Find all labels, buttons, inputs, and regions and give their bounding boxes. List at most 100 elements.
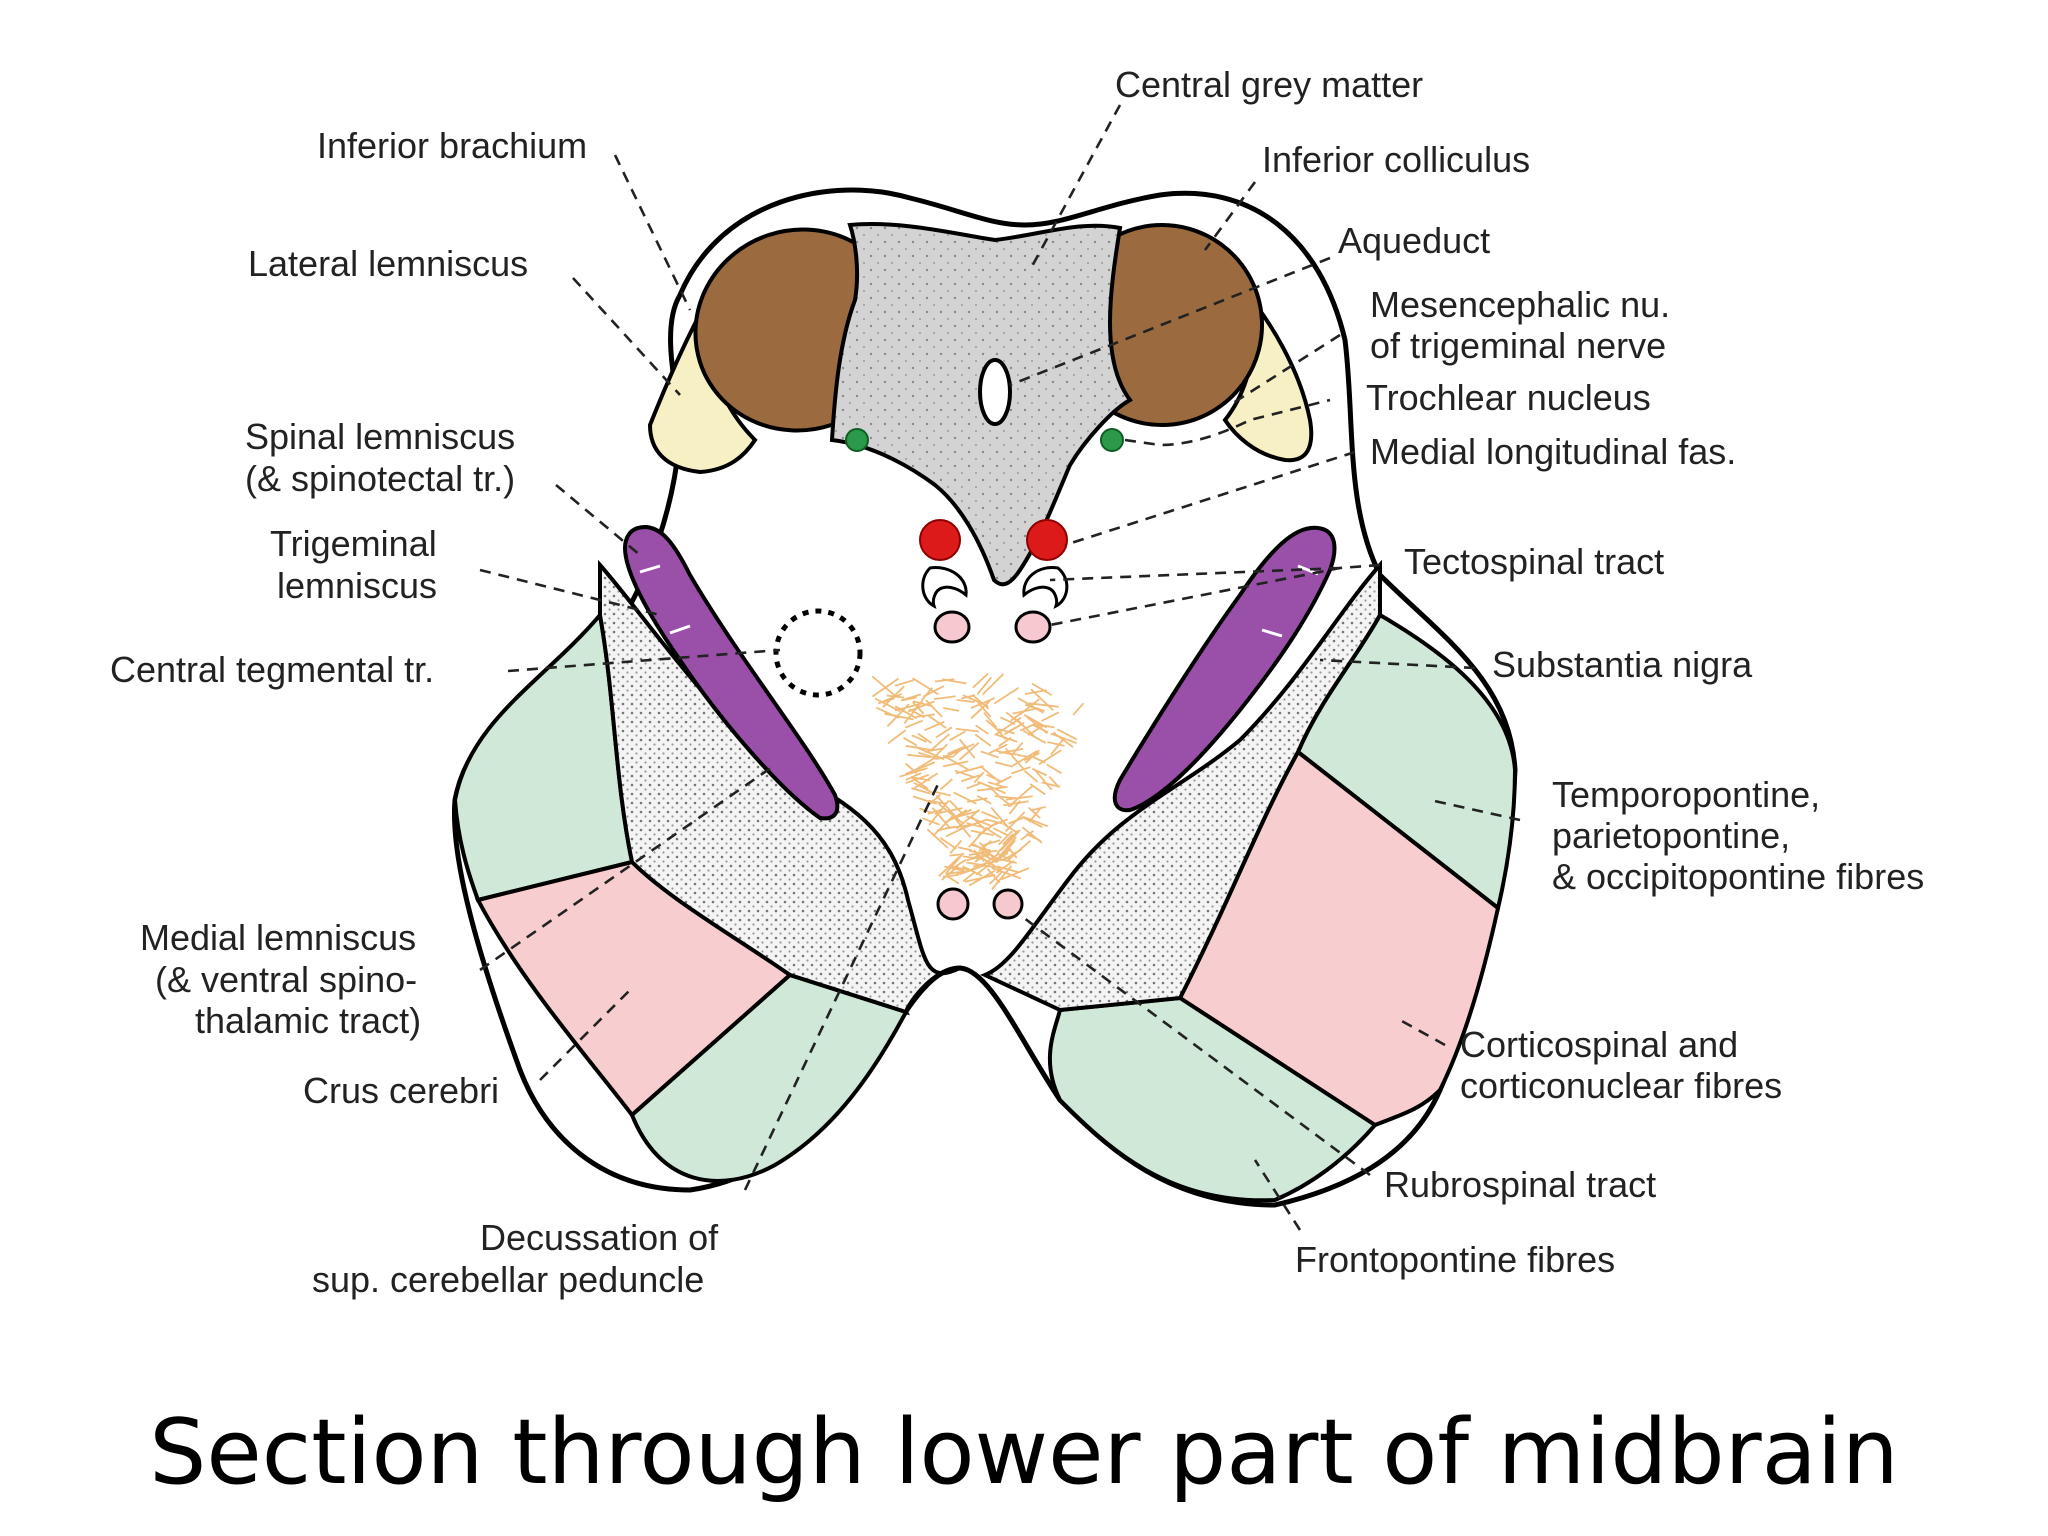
label-inferior-colliculus: Inferior colliculus [1262, 139, 1530, 180]
crescent-left [921, 566, 968, 609]
label-corticospinal-2: corticonuclear fibres [1460, 1065, 1782, 1106]
decussation-fibre [958, 738, 976, 759]
decussation-fibre [1029, 783, 1046, 796]
leader-tectospinal-nucleus [1049, 566, 1341, 582]
leader-medial-longitudinal-fas [1064, 450, 1356, 547]
slide-caption: Section through lower part of midbrain [149, 1400, 1899, 1505]
label-decussation-2: sup. cerebellar peduncle [312, 1259, 704, 1300]
label-medial-lemniscus-2: (& ventral spino- [155, 959, 417, 1000]
decussation-fibre [976, 794, 992, 805]
label-temporopontine-2: parietopontine, [1552, 815, 1790, 856]
decussation-fibre [915, 713, 936, 718]
decussation-fibre [1041, 781, 1061, 788]
decussation-fibre [996, 775, 1012, 785]
label-substantia-nigra: Substantia nigra [1492, 644, 1753, 685]
decussation-fibre [931, 733, 950, 751]
decussation-fibre [962, 855, 982, 860]
decussation-fibre [966, 822, 985, 829]
decussation-fibre [1011, 766, 1031, 775]
decussation-fibre [966, 781, 982, 790]
decussation-fibre [922, 817, 940, 826]
decussation-fibre [959, 864, 986, 875]
decussation-fibre [899, 767, 928, 778]
decussation-fibre [1041, 711, 1060, 722]
decussation-fibre [905, 772, 922, 781]
trochlear-nucleus-left [845, 428, 869, 452]
label-spinal-lemniscus-1: Spinal lemniscus [245, 416, 515, 457]
leader-crus-cerebri [539, 989, 631, 1081]
decussation-fibre [968, 826, 988, 848]
decussation-fibre [905, 762, 918, 774]
decussation-fibre [975, 724, 989, 735]
label-central-grey-matter: Central grey matter [1115, 64, 1423, 105]
decussation-fibre [1046, 763, 1063, 775]
decussation-fibre [932, 815, 954, 837]
leader-central-tegmental-tr [507, 648, 781, 673]
decussation-fibre [975, 858, 997, 876]
label-lateral-lemniscus: Lateral lemniscus [248, 243, 528, 284]
leader-lines [479, 104, 1521, 1231]
leader-medial-lemniscus [479, 763, 776, 972]
decussation-fibre [971, 694, 990, 710]
decussation-fibre [935, 726, 953, 739]
aqueduct [978, 358, 1012, 426]
decussation-fibre [905, 761, 936, 775]
decussation-fibre [894, 679, 915, 687]
decussation-fibre [975, 853, 1001, 871]
decussation-fibre [972, 849, 985, 860]
decussation-fibre [962, 871, 976, 883]
leader-rubrospinal-tract [1019, 913, 1371, 1177]
decussation-fibre [904, 719, 924, 729]
label-temporopontine-1: Temporopontine, [1552, 774, 1820, 815]
decussation-fibre [1027, 806, 1041, 819]
decussation-fibre [991, 865, 1013, 890]
decussation-fibre [910, 776, 929, 790]
decussation-fibre [912, 700, 933, 708]
tectospinal-tract-left [933, 610, 971, 644]
label-crus-cerebri: Crus cerebri [303, 1070, 499, 1111]
decussation-fibre [970, 697, 996, 710]
decussation-fibre [914, 756, 936, 772]
label-frontopontine-fibres: Frontopontine fibres [1295, 1239, 1615, 1280]
leader-central-grey-matter [1028, 104, 1122, 271]
decussation-fibre [1000, 716, 1016, 726]
decussation-fibre [907, 700, 935, 713]
decussation-fibre [912, 677, 939, 696]
decussation-fibre [978, 840, 992, 853]
decussation-fibre [976, 786, 1008, 792]
decussation-fibre [968, 849, 998, 856]
decussation-fibre [924, 747, 945, 753]
label-decussation-1: Decussation of [480, 1217, 719, 1258]
leader-temporopontine [1429, 798, 1521, 822]
decussation-fibre [1030, 805, 1046, 812]
decussation-fibre [961, 773, 983, 783]
decussation-fibre [912, 701, 925, 715]
decussation-fibre [988, 743, 1008, 754]
decussation-fibre [928, 714, 947, 729]
decussation-fibre [956, 810, 980, 818]
decussation-fibre [933, 695, 956, 700]
decussation-fibre [955, 727, 979, 733]
decussation-fibre [1002, 833, 1014, 846]
decussation-fibre [1008, 840, 1031, 861]
label-medial-lemniscus-1: Medial lemniscus [140, 917, 416, 958]
trigeminal-lemniscus-mark-left [639, 564, 661, 574]
decussation-fibre [981, 839, 1001, 847]
leader-substantia-nigra [1319, 658, 1476, 670]
decussation-fibre [966, 861, 996, 869]
decussation-fibre [981, 810, 999, 820]
decussation-fibre [964, 874, 996, 883]
decussation-fibre [974, 733, 992, 747]
substantia-nigra-right [979, 559, 1382, 1013]
decussation-fibre [1025, 704, 1045, 712]
decussation-fibre [942, 760, 969, 768]
decussation-fibre [911, 787, 931, 795]
decussation-fibre [1038, 749, 1062, 766]
decussation-fibre [1003, 800, 1029, 807]
rubrospinal-tract-right [992, 888, 1024, 920]
trochlear-nucleus-right [1100, 428, 1124, 452]
label-medial-longitudinal-fas: Medial longitudinal fas. [1370, 431, 1736, 472]
decussation-fibre [1024, 749, 1040, 764]
leader-mesencephalic-nu [1229, 333, 1341, 407]
decussation-fibre [977, 780, 1006, 794]
